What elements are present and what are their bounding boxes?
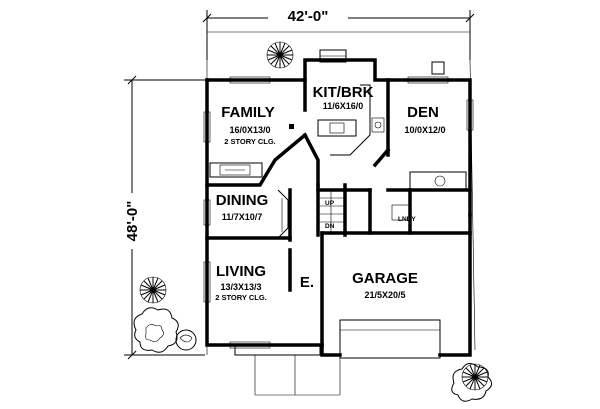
dining-name: DINING bbox=[216, 192, 269, 209]
shrub-right bbox=[461, 363, 489, 391]
chimney bbox=[431, 61, 445, 75]
living-name: LIVING bbox=[216, 263, 266, 280]
room-den: DEN 10/0X12/0 bbox=[404, 104, 445, 135]
kitchen-fixtures bbox=[289, 84, 385, 156]
shrub-top bbox=[266, 41, 294, 69]
stairs-up-label: UP bbox=[325, 200, 335, 207]
fireplace bbox=[209, 162, 263, 178]
depth-label: 48'-0" bbox=[124, 201, 141, 242]
stairs-down-label: DN bbox=[325, 223, 335, 230]
garage-name: GARAGE bbox=[352, 270, 418, 287]
living-note: 2 STORY CLG. bbox=[215, 293, 267, 302]
den-dims: 10/0X12/0 bbox=[404, 125, 445, 135]
room-garage: GARAGE 21/5X20/5 bbox=[352, 270, 418, 300]
depth-dimension: 48'-0" bbox=[120, 75, 205, 360]
front-porch bbox=[234, 344, 341, 396]
laundry-label: LNDY bbox=[398, 216, 416, 223]
room-dining: DINING 11/7X10/7 bbox=[216, 192, 269, 222]
room-kitchen: KIT/BRK 11/6X16/0 bbox=[313, 84, 374, 111]
width-label: 42'-0" bbox=[288, 8, 329, 25]
kitchen-dims: 11/6X16/0 bbox=[323, 101, 364, 111]
shrub-left bbox=[139, 276, 167, 304]
entry-label: E. bbox=[300, 274, 314, 291]
garage-door bbox=[339, 319, 441, 359]
room-living: LIVING 13/3X13/3 2 STORY CLG. bbox=[215, 263, 267, 302]
living-dims: 13/3X13/3 bbox=[220, 282, 261, 292]
family-dims: 16/0X13/0 bbox=[229, 125, 270, 135]
room-family: FAMILY 16/0X13/0 2 STORY CLG. bbox=[221, 104, 276, 146]
den-closet bbox=[391, 171, 467, 221]
garage-dims: 21/5X20/5 bbox=[364, 290, 405, 300]
kitchen-bay bbox=[319, 49, 347, 63]
stairs: UP DN bbox=[318, 190, 345, 235]
family-note: 2 STORY CLG. bbox=[224, 137, 276, 146]
family-name: FAMILY bbox=[221, 104, 275, 121]
dining-bay bbox=[277, 189, 289, 239]
width-dimension: 42'-0" bbox=[202, 6, 475, 60]
den-name: DEN bbox=[407, 104, 439, 121]
kitchen-name: KIT/BRK bbox=[313, 84, 374, 101]
dining-dims: 11/7X10/7 bbox=[222, 212, 263, 222]
tree-left bbox=[133, 307, 197, 353]
tree-right bbox=[451, 363, 492, 402]
